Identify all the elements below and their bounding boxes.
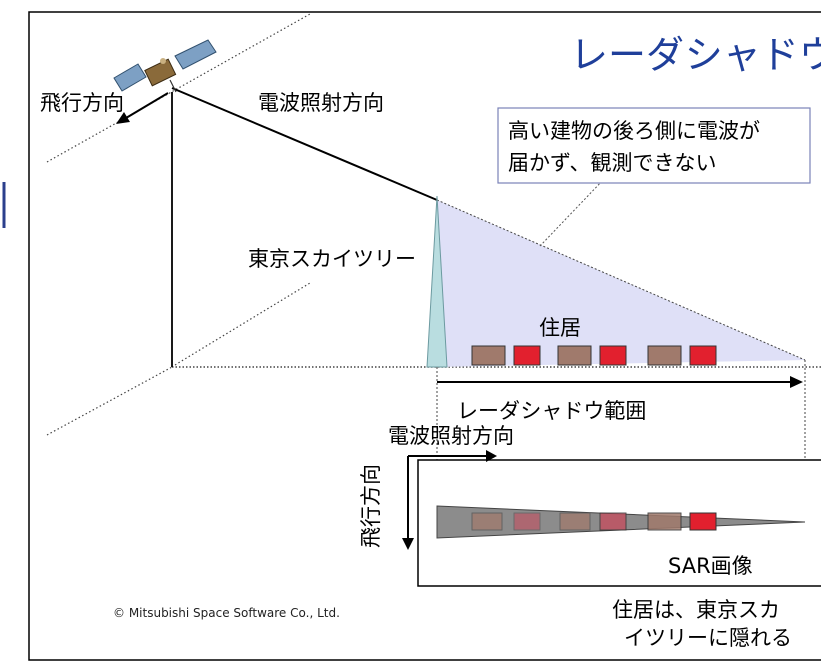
- irradiation-ray: [171, 87, 438, 201]
- house-brown-2: [557, 345, 592, 366]
- diagram-title: レーダシャドウ: [570, 33, 821, 77]
- sar-image-label: SAR画像: [668, 554, 753, 578]
- sar-house-brown-3: [647, 512, 682, 531]
- note-line1: 住居は、東京スカ: [612, 598, 780, 622]
- sar-house-brown-1: [471, 512, 503, 531]
- sar-flight-direction-label: 飛行方向: [359, 464, 383, 548]
- shadow-range-arrowhead: [790, 376, 803, 388]
- shadow-range-label: レーダシャドウ範囲: [457, 399, 646, 423]
- callout-line1: 高い建物の後ろ側に電波が: [508, 119, 760, 143]
- house-red-1: [513, 345, 541, 366]
- callout-box: [497, 107, 811, 184]
- tower-label: 東京スカイツリー: [248, 247, 416, 271]
- sar-house-brown-2: [559, 512, 591, 531]
- sar-house-red-2: [599, 512, 627, 531]
- flight-direction-label: 飛行方向: [40, 91, 124, 115]
- callout-pointer: [539, 177, 606, 247]
- ground-edge-mid: [174, 282, 311, 366]
- house-red-2: [599, 345, 627, 366]
- shadow-boundary: [436, 199, 806, 361]
- note-line2: イツリーに隠れる: [624, 626, 792, 650]
- sar-house-red-1: [513, 512, 541, 531]
- sar-range-axis-arrowhead: [486, 450, 497, 462]
- ground-edge-bottom: [46, 366, 173, 436]
- flight-direction-arrow: [125, 92, 169, 119]
- houses-label: 住居: [539, 316, 581, 340]
- flight-direction-arrowhead: [116, 112, 130, 124]
- ground-edge-top: [46, 13, 311, 163]
- radar-shadow-area: [437, 200, 805, 367]
- house-brown-1: [471, 345, 506, 366]
- satellite-icon: [113, 39, 217, 93]
- house-red-3: [689, 345, 717, 366]
- sar-irradiation-label: 電波照射方向: [388, 424, 514, 448]
- diagram-frame: [28, 11, 821, 661]
- callout-line2: 届かず、観測できない: [508, 151, 717, 175]
- house-brown-3: [647, 345, 682, 366]
- sar-house-red-3: [689, 512, 717, 531]
- copyright-text: © Mitsubishi Space Software Co., Ltd.: [113, 606, 340, 620]
- sar-azimuth-axis-arrowhead: [402, 538, 414, 550]
- irradiation-direction-label: 電波照射方向: [258, 91, 384, 115]
